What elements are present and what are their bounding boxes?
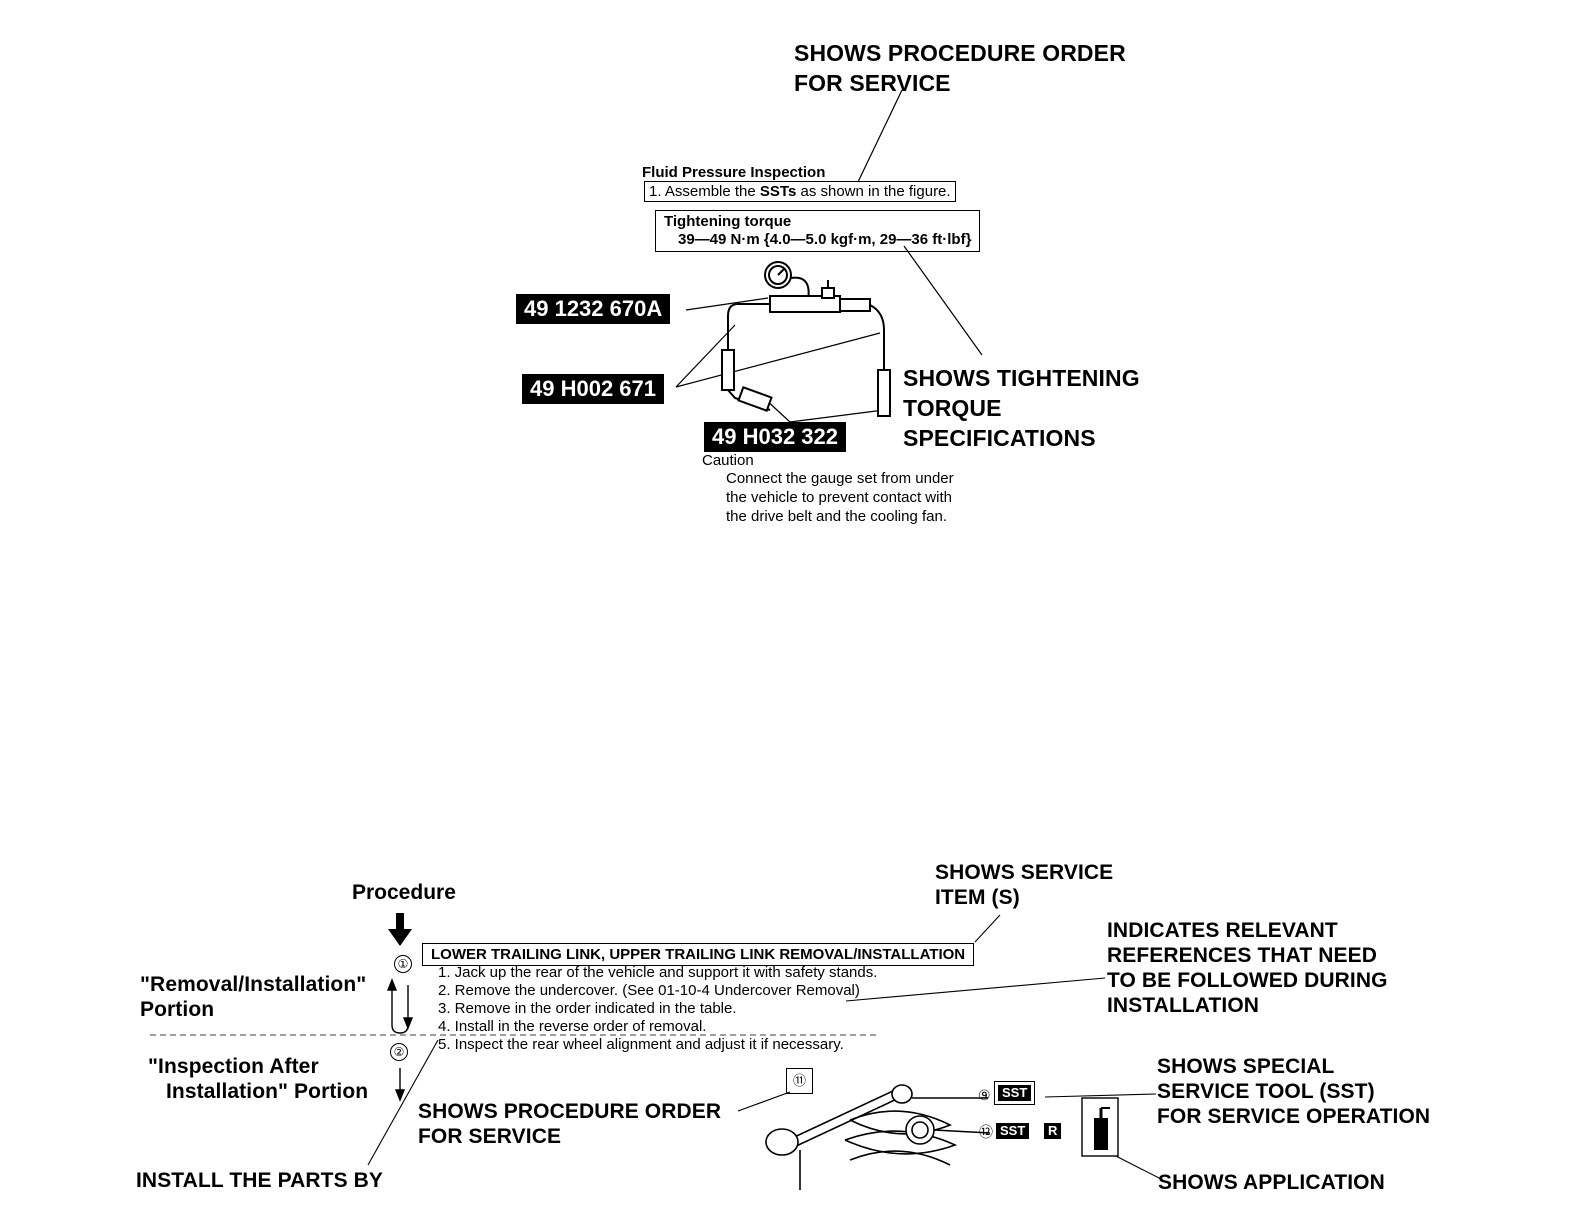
- replace-tag-r: R: [1044, 1123, 1062, 1139]
- part-12-marker: ⑫: [979, 1124, 993, 1140]
- removal-installation-arrow: [386, 978, 414, 1034]
- gauge-assembly-drawing: [721, 261, 891, 417]
- step-group-1-marker: ①: [394, 955, 412, 973]
- step-4: 4. Install in the reverse order of remov…: [438, 1018, 707, 1035]
- procedure-label: Procedure: [352, 881, 456, 904]
- callout-service-item: SHOWS SERVICE ITEM (S): [935, 861, 1114, 909]
- torque-value: 39—49 N·m {4.0—5.0 kgf·m, 29—36 ft·lbf}: [678, 231, 972, 248]
- callout-references: INDICATES RELEVANT REFERENCES THAT NEED …: [1107, 919, 1388, 1017]
- callout-tightening-torque: SHOWS TIGHTENING TORQUE SPECIFICATIONS: [903, 365, 1140, 451]
- sst-label-3: 49 H032 322: [704, 422, 846, 452]
- sst-tag-box-9: SST: [994, 1081, 1036, 1105]
- torque-title: Tightening torque: [664, 213, 792, 230]
- section-heading: Fluid Pressure Inspection: [642, 164, 826, 181]
- sst-label-1: 49 1232 670A: [516, 294, 671, 324]
- assemble-step: 1. Assemble the SSTs as shown in the fig…: [644, 181, 956, 202]
- part-11-marker: ⑪: [786, 1068, 814, 1094]
- step-1: 1. Jack up the rear of the vehicle and s…: [438, 964, 878, 981]
- inspection-after-installation-portion: "Inspection After Installation" Portion: [148, 1055, 369, 1103]
- callout-procedure-order: SHOWS PROCEDURE ORDER FOR SERVICE: [794, 40, 1126, 96]
- callout-procedure-order-bottom: SHOWS PROCEDURE ORDER FOR SERVICE: [418, 1100, 722, 1148]
- part-9-marker: ⑨: [978, 1087, 991, 1103]
- inspection-arrow: [394, 1068, 406, 1102]
- callout-application: SHOWS APPLICATION: [1158, 1171, 1385, 1194]
- step-5: 5. Inspect the rear wheel alignment and …: [438, 1036, 844, 1053]
- step-group-2-marker: ②: [390, 1043, 408, 1061]
- sst-tag-12: SST: [996, 1123, 1030, 1139]
- sst-tag-9: SST: [998, 1085, 1032, 1101]
- step-2: 2. Remove the undercover. (See 01-10-4 U…: [438, 982, 860, 999]
- step-3: 3. Remove in the order indicated in the …: [438, 1000, 737, 1017]
- caution-text: Connect the gauge set from under the veh…: [726, 470, 954, 525]
- callout-special-service-tool: SHOWS SPECIAL SERVICE TOOL (SST) FOR SER…: [1157, 1055, 1431, 1128]
- caution-title: Caution: [702, 452, 754, 469]
- trailing-link-drawing: [765, 1084, 991, 1190]
- service-steps: 1. Jack up the rear of the vehicle and s…: [438, 964, 877, 1054]
- torque-box: Tightening torque 39—49 N·m {4.0—5.0 kgf…: [655, 210, 981, 252]
- sst-label-2: 49 H002 671: [522, 374, 664, 404]
- service-title-box: LOWER TRAILING LINK, UPPER TRAILING LINK…: [422, 943, 975, 966]
- procedure-arrow: [388, 913, 412, 946]
- grease-application-icon: [1081, 1097, 1119, 1157]
- removal-installation-portion: "Removal/Installation" Portion: [140, 973, 367, 1021]
- install-parts-callout: INSTALL THE PARTS BY: [136, 1169, 384, 1192]
